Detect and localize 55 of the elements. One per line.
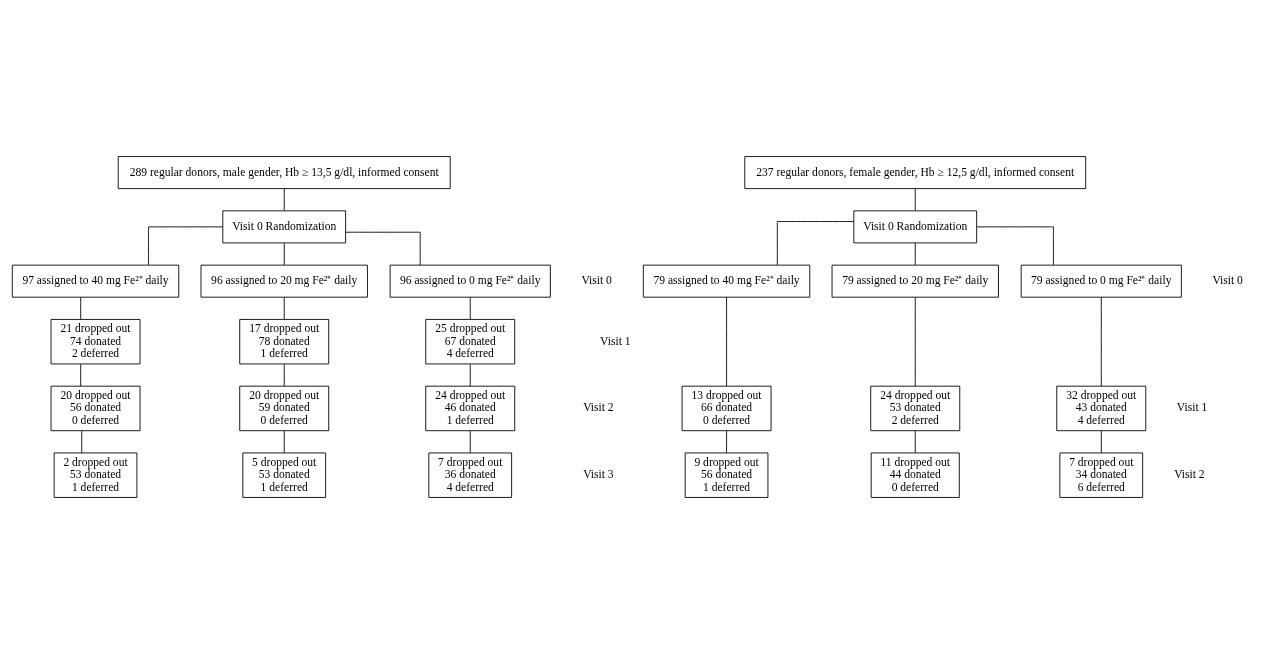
node-box: 96 assigned to 20 mg Fe²⁺ daily	[200, 264, 368, 298]
node-box: 5 dropped out 53 donated 1 deferred	[242, 452, 327, 498]
node-box: 289 regular donors, male gender, Hb ≥ 13,5 g/dl, informed consent	[117, 156, 451, 190]
node-box: 20 dropped out 59 donated 0 deferred	[239, 385, 330, 432]
label: Visit 0	[581, 274, 612, 288]
label: Visit 0	[1212, 274, 1243, 288]
node-box: 7 dropped out 34 donated 6 deferred	[1059, 452, 1144, 498]
node-box: 7 dropped out 36 donated 4 deferred	[428, 452, 513, 498]
connector	[1100, 296, 1102, 387]
node-box: 79 assigned to 40 mg Fe²⁺ daily	[642, 264, 811, 298]
node-box: 79 assigned to 0 mg Fe²⁺ daily	[1020, 264, 1182, 298]
connector	[914, 430, 916, 454]
connector	[80, 296, 82, 320]
connector	[1100, 430, 1102, 454]
label: Visit 2	[583, 401, 614, 415]
connector	[976, 226, 1054, 266]
node-box: 17 dropped out 78 donated 1 deferred	[239, 319, 330, 365]
node-box: 237 regular donors, female gender, Hb ≥ 12,5 g/dl, informed consent	[744, 156, 1087, 190]
label: Visit 3	[583, 468, 614, 482]
connector	[469, 430, 471, 454]
connector	[283, 188, 285, 212]
node-box: 20 dropped out 56 donated 0 deferred	[50, 385, 141, 432]
connector	[726, 296, 727, 387]
connector	[914, 242, 916, 266]
connector	[148, 226, 224, 266]
connector	[283, 430, 285, 454]
node-box: 24 dropped out 46 donated 1 deferred	[425, 385, 516, 432]
connector	[283, 242, 285, 266]
connector	[776, 221, 854, 266]
node-box: 13 dropped out 66 donated 0 deferred	[681, 385, 772, 432]
label: Visit 1	[1176, 401, 1208, 415]
connector	[80, 363, 82, 387]
connector	[914, 296, 916, 387]
node-box: 2 dropped out 53 donated 1 deferred	[53, 452, 138, 498]
node-box: 25 dropped out 67 donated 4 deferred	[425, 319, 516, 365]
connector	[726, 430, 727, 454]
node-box: 11 dropped out 44 donated 0 deferred	[870, 452, 960, 498]
node-box: 32 dropped out 43 donated 4 deferred	[1056, 385, 1147, 432]
connector	[345, 231, 421, 266]
node-box: 97 assigned to 40 mg Fe²⁺ daily	[11, 264, 180, 298]
connector	[81, 430, 83, 454]
connector	[469, 296, 471, 320]
node-box: 79 assigned to 20 mg Fe²⁺ daily	[831, 264, 999, 298]
label: Visit 1	[600, 334, 631, 348]
node-box: 96 assigned to 0 mg Fe²⁺ daily	[389, 264, 551, 298]
connector	[469, 363, 471, 387]
connector	[914, 188, 916, 212]
node-box: Visit 0 Randomization	[222, 210, 347, 244]
node-box: 24 dropped out 53 donated 2 deferred	[870, 385, 961, 432]
connector	[283, 296, 285, 320]
label: Visit 2	[1174, 468, 1205, 482]
connector	[283, 363, 285, 387]
node-box: 21 dropped out 74 donated 2 deferred	[50, 319, 141, 365]
node-box: 9 dropped out 56 donated 1 deferred	[684, 452, 769, 498]
node-box: Visit 0 Randomization	[853, 210, 978, 244]
